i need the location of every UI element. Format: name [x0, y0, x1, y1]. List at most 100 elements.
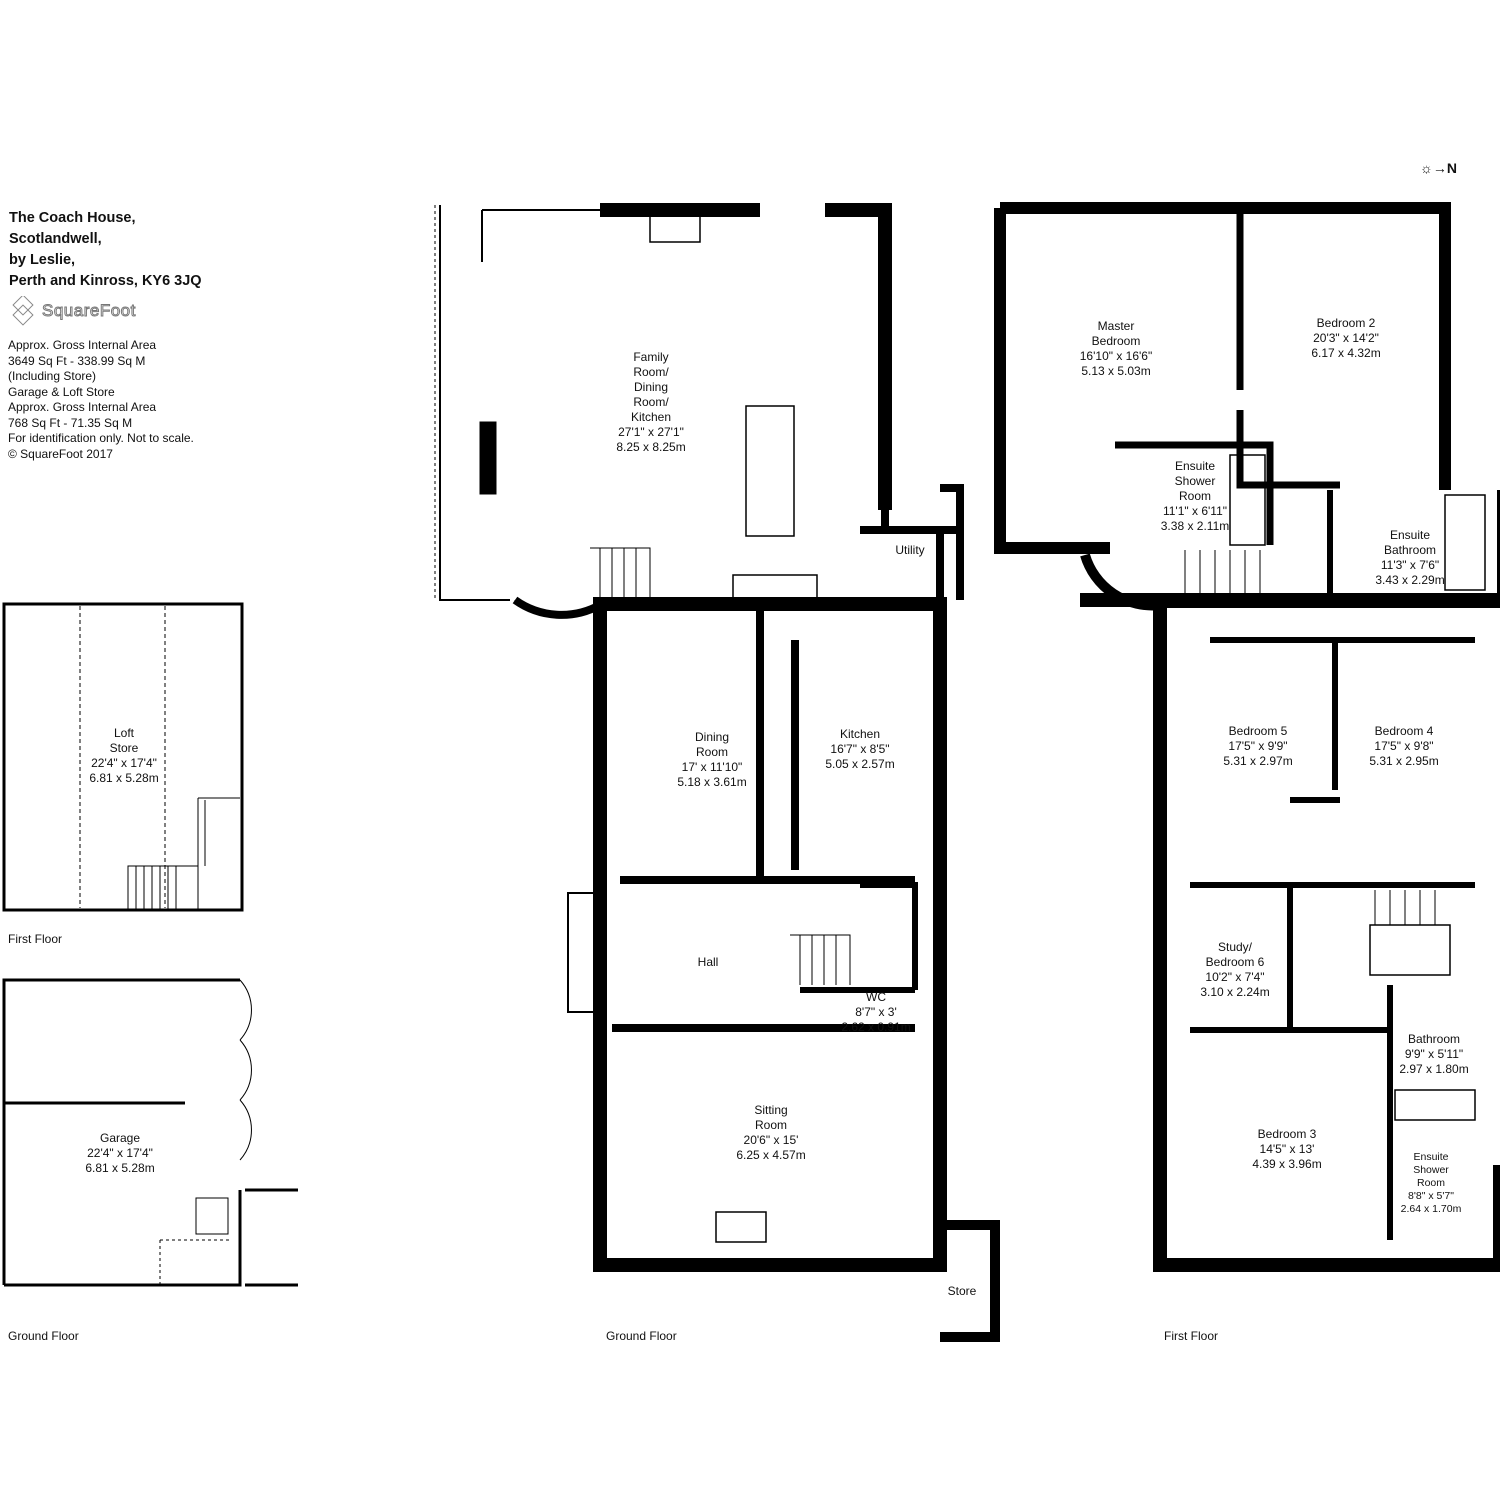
- info-line: 768 Sq Ft - 71.35 Sq M: [8, 415, 133, 430]
- room-label-line: 16'7" x 8'5": [830, 742, 890, 756]
- room-label-line: 3.38 x 2.11m: [1160, 519, 1230, 533]
- room-label-line: Ensuite: [1413, 1151, 1449, 1163]
- room-label-line: Room: [1416, 1177, 1446, 1189]
- floor-label: Ground Floor: [8, 1329, 79, 1343]
- room-label-line: 5.18 x 3.61m: [677, 775, 747, 789]
- room-label-line: Room/: [633, 395, 669, 409]
- room-label-line: Room: [754, 1118, 787, 1132]
- room-label-line: 17'5" x 9'9": [1228, 739, 1288, 753]
- room-label-line: 20'3" x 14'2": [1313, 331, 1379, 345]
- title-line: Perth and Kinross, KY6 3JQ: [9, 273, 202, 289]
- floor-label: Ground Floor: [606, 1329, 677, 1343]
- room-label-line: 2.62 x 0.91m: [841, 1020, 911, 1034]
- ground-floor-stairs: [590, 547, 851, 985]
- loft-store-outline: [2, 602, 244, 912]
- room-label-line: Bedroom 5: [1228, 724, 1288, 738]
- room-label-line: Kitchen: [630, 410, 672, 424]
- room-label-line: Utility: [895, 543, 925, 557]
- room-label-line: 2.97 x 1.80m: [1399, 1062, 1469, 1076]
- loft-stairs: [127, 797, 240, 911]
- garage-stairs: [195, 1197, 229, 1235]
- room-label-line: 8'7" x 3': [855, 1005, 897, 1019]
- room-label-line: Dining: [633, 380, 669, 394]
- info-line: 3649 Sq Ft - 338.99 Sq M: [8, 353, 146, 368]
- first-floor-walls: [994, 202, 1500, 1272]
- room-label-line: 17' x 11'10": [681, 760, 743, 774]
- info-line: Approx. Gross Internal Area: [8, 400, 157, 414]
- loft-dashed-lines: [79, 606, 166, 908]
- room-label-utility: Utility: [895, 543, 924, 558]
- info-line: Garage & Loft Store: [8, 384, 115, 399]
- room-label-line: 3.43 x 2.29m: [1375, 573, 1445, 587]
- room-label-line: Bedroom 2: [1316, 316, 1376, 330]
- room-label-line: Bedroom 3: [1257, 1127, 1317, 1141]
- room-label-line: Hall: [697, 955, 719, 969]
- room-label-line: Ensuite: [1389, 528, 1431, 542]
- room-label-store: Store: [948, 1284, 977, 1299]
- room-label-line: Dining: [694, 730, 730, 744]
- room-label-line: 2.64 x 1.70m: [1400, 1203, 1462, 1215]
- info-line: Approx. Gross Internal Area: [8, 338, 157, 352]
- room-label-line: 16'10" x 16'6": [1079, 349, 1153, 363]
- room-label-line: 6.25 x 4.57m: [736, 1148, 806, 1162]
- squarefoot-logo-icon: [12, 296, 34, 326]
- room-label-line: Study/: [1217, 940, 1253, 954]
- room-label-line: Family: [633, 350, 669, 364]
- floor-label: First Floor: [1164, 1329, 1218, 1343]
- room-label-line: Bathroom: [1383, 543, 1437, 557]
- room-label-line: Bedroom: [1091, 334, 1141, 348]
- ground-floor-walls: [434, 203, 1000, 1342]
- sun-compass-icon: ☼→: [1420, 160, 1447, 176]
- room-label-hall: Hall: [698, 955, 719, 970]
- info-line: © SquareFoot 2017: [8, 446, 113, 461]
- squarefoot-logo: SquareFoot: [8, 296, 136, 326]
- room-label-line: 14'5" x 13': [1259, 1142, 1315, 1156]
- room-label-line: Sitting: [754, 1103, 788, 1117]
- room-label-line: Store: [947, 1284, 977, 1298]
- title-line: The Coach House,: [9, 210, 136, 226]
- room-label-line: 5.31 x 2.95m: [1369, 754, 1439, 768]
- room-label-line: Store: [109, 741, 139, 755]
- room-label-line: Bedroom 4: [1374, 724, 1434, 738]
- first-floor-stairs: [1184, 550, 1436, 925]
- garage-outline: [2, 978, 298, 1287]
- logo-text: SquareFoot: [42, 301, 136, 321]
- area-info: Approx. Gross Internal Area 3649 Sq Ft -…: [8, 338, 194, 462]
- floor-label: First Floor: [8, 932, 62, 946]
- room-label-line: 10'2" x 7'4": [1205, 970, 1265, 984]
- garage-doors: [239, 979, 252, 1161]
- room-label-line: Master: [1097, 319, 1135, 333]
- room-label-line: Room: [695, 745, 728, 759]
- room-label-line: Shower: [1413, 1164, 1449, 1176]
- room-label-line: 22'4" x 17'4": [91, 756, 157, 770]
- room-label-line: Bathroom: [1407, 1032, 1461, 1046]
- room-label-line: Ensuite: [1174, 459, 1216, 473]
- room-label-line: 4.39 x 3.96m: [1252, 1157, 1322, 1171]
- room-label-line: Garage: [99, 1131, 141, 1145]
- room-label-line: 6.81 x 5.28m: [85, 1161, 155, 1175]
- room-label-line: WC: [866, 990, 886, 1004]
- room-label-line: 6.17 x 4.32m: [1311, 346, 1381, 360]
- room-label-line: Loft: [113, 726, 134, 740]
- room-label-line: 8.25 x 8.25m: [616, 440, 686, 454]
- room-label-line: 9'9" x 5'11": [1404, 1047, 1464, 1061]
- property-title: The Coach House, Scotlandwell, by Leslie…: [9, 208, 202, 292]
- room-label-line: Kitchen: [839, 727, 881, 741]
